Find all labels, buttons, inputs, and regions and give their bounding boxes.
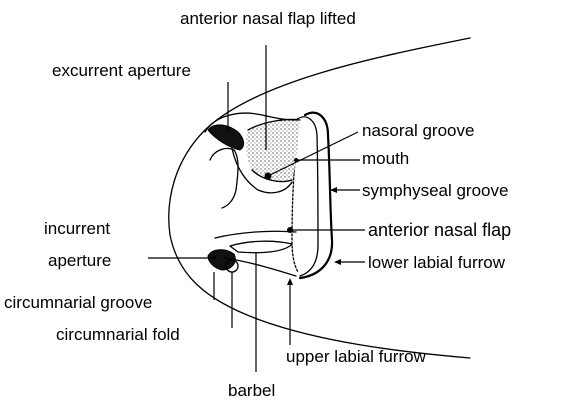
label-lower-labial-furrow: lower labial furrow (368, 253, 506, 272)
label-anterior-nasal-flap-lifted: anterior nasal flap lifted (180, 9, 356, 28)
anterior-nasal-flap-shape (215, 231, 296, 238)
arrow-upper-labial (287, 278, 293, 285)
labels: anterior nasal flap lifted excurrent ape… (4, 9, 511, 400)
label-anterior-nasal-flap: anterior nasal flap (368, 220, 511, 240)
leader-lines (148, 45, 365, 372)
dot-mouth (294, 158, 298, 162)
lower-jaw-inner (296, 117, 318, 276)
label-excurrent-aperture: excurrent aperture (52, 61, 191, 80)
label-symphyseal-groove: symphyseal groove (362, 181, 508, 200)
dot-nasoral (265, 173, 272, 180)
dot-anterior-flap (287, 227, 293, 233)
label-aperture: aperture (48, 251, 111, 270)
excurrent-aperture-shape (208, 125, 244, 150)
lower-jaw-outline (300, 113, 332, 278)
dot-incurrent (212, 256, 216, 260)
barbel-shape (230, 241, 292, 253)
label-mouth: mouth (362, 149, 409, 168)
label-nasoral-groove: nasoral groove (362, 121, 474, 140)
label-circumnarial-groove: circumnarial groove (4, 293, 152, 312)
label-upper-labial-furrow: upper labial furrow (286, 347, 427, 366)
label-incurrent: incurrent (44, 219, 110, 238)
label-barbel: barbel (228, 381, 275, 400)
label-circumnarial-fold: circumnarial fold (56, 325, 180, 344)
arrow-lower-labial (334, 259, 341, 265)
